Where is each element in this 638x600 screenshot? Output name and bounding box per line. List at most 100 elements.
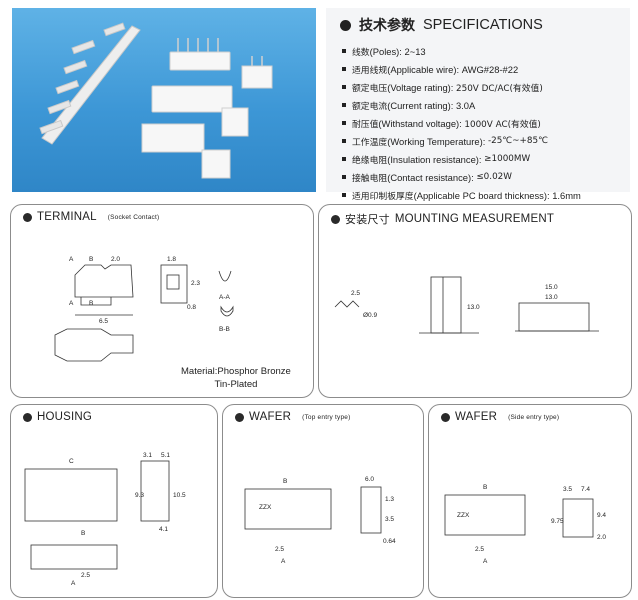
dim-label: 2.0 — [597, 534, 606, 541]
wafer-side-panel: WAFER (Side entry type) B ZZX 2.5 A 3.5 … — [428, 404, 632, 598]
wafer-top-panel: WAFER (Top entry type) B ZZX 2.5 A 6.0 1… — [222, 404, 424, 598]
dim-label: 5.1 — [161, 452, 170, 459]
dim-label: Ø0.9 — [363, 312, 377, 319]
mounting-dimension-labels: 2.5 Ø0.9 13.0 15.0 13.0 — [351, 284, 558, 319]
housing-panel: HOUSING C B A 2.5 3.1 5.1 9.3 10.5 4.1 — [10, 404, 218, 598]
dim-label: 6.0 — [365, 476, 374, 483]
spec-label-en: (Applicable wire): — [387, 63, 460, 75]
spec-row-poles: 线数(Poles): 2~13 — [342, 42, 581, 60]
spec-row-temperature: 工作温度(Working Temperature): -25℃~+85℃ — [342, 132, 581, 150]
terminal-material: Material:Phosphor Bronze Tin-Plated — [181, 365, 291, 391]
housing-drawing: C B A 2.5 3.1 5.1 9.3 10.5 4.1 — [24, 452, 186, 587]
material-line: Material:Phosphor Bronze — [181, 366, 291, 377]
spec-value: AWG#28-#22 — [461, 63, 519, 75]
spec-label-en: (Insulation resistance): — [387, 153, 482, 165]
dim-label: 2.5 — [475, 546, 484, 553]
connector-illustration — [39, 22, 273, 179]
dim-label: ZZX — [259, 504, 272, 511]
bullet-icon — [342, 157, 346, 161]
bullet-icon — [23, 212, 32, 222]
spec-label-en: (Applicable PC board thickness): — [413, 189, 550, 201]
dim-label: C — [69, 458, 74, 465]
wafer-side-dimension-labels: B ZZX 2.5 A 3.5 7.4 9.75 9.4 2.0 — [457, 484, 606, 565]
bullet-icon — [331, 214, 340, 224]
dim-label: 3.1 — [143, 452, 152, 459]
terminal-panel: TERMINAL (Socket Contact) A B 2.0 A B 6.… — [10, 204, 314, 398]
specifications-panel: 技术参数 SPECIFICATIONS 线数(Poles): 2~13 适用线规… — [326, 8, 630, 202]
mounting-title-cn: 安装尺寸 — [345, 213, 390, 226]
dim-label: B — [283, 478, 287, 485]
spec-row-wire: 适用线规(Applicable wire): AWG#28-#22 — [342, 60, 581, 78]
housing-title: HOUSING — [23, 411, 92, 423]
dim-label: 15.0 — [545, 284, 558, 291]
spec-label-cn: 额定电流 — [352, 101, 388, 112]
wafer-top-title: WAFER (Top entry type) — [235, 411, 350, 423]
dim-label: 9.3 — [135, 492, 144, 499]
dim-label: 2.5 — [81, 572, 90, 579]
dim-label: A — [281, 558, 286, 565]
spec-value: -25℃~+85℃ — [487, 136, 548, 146]
bullet-icon — [342, 103, 346, 107]
wafer-side-subtitle: (Side entry type) — [508, 413, 560, 421]
spec-list: 线数(Poles): 2~13 适用线规(Applicable wire): A… — [342, 42, 581, 204]
spec-title-en: SPECIFICATIONS — [423, 17, 543, 33]
dim-label: A-A — [219, 294, 231, 301]
dim-label: B — [81, 530, 85, 537]
bullet-icon — [235, 412, 244, 422]
spec-row-current: 额定电流(Current rating): 3.0A — [342, 96, 581, 114]
dim-label: 6.5 — [99, 318, 108, 325]
dim-label: A — [69, 256, 74, 263]
bullet-icon — [342, 139, 346, 143]
dim-label: 0.8 — [187, 304, 196, 311]
bullet-icon — [342, 121, 346, 125]
spec-row-voltage: 额定电压(Voltage rating): 250V DC/AC(有效值) — [342, 78, 581, 96]
wafer-top-title-text: WAFER — [249, 411, 292, 423]
spec-label-en: (Current rating): — [387, 99, 454, 111]
dim-label: 3.5 — [385, 516, 394, 523]
spec-row-contact: 接触电阻(Contact resistance): ≤0.02W — [342, 168, 581, 186]
mounting-panel: 安装尺寸 MOUNTING MEASUREMENT 2.5 Ø0.9 13.0 … — [318, 204, 632, 398]
dim-label: B — [483, 484, 487, 491]
bullet-icon — [342, 175, 346, 179]
terminal-subtitle: (Socket Contact) — [107, 213, 160, 221]
product-photo — [12, 8, 316, 192]
mounting-drawing: 2.5 Ø0.9 13.0 15.0 13.0 — [334, 276, 599, 334]
wafer-side-title-text: WAFER — [455, 411, 498, 423]
spec-label-cn: 适用印制板厚度 — [352, 191, 414, 202]
wafer-side-title: WAFER (Side entry type) — [441, 411, 559, 423]
spec-label-cn: 适用线规 — [352, 65, 388, 76]
spec-value: 250V DC/AC(有效值) — [456, 83, 543, 94]
dim-label: A — [71, 580, 76, 587]
wafer-top-dimension-labels: B ZZX 2.5 A 6.0 1.3 3.5 0.64 — [259, 476, 396, 565]
bullet-icon — [340, 19, 351, 31]
mounting-title-en: MOUNTING MEASUREMENT — [394, 213, 555, 225]
dim-label: 9.75 — [551, 518, 564, 525]
dim-label: 2.0 — [111, 256, 120, 263]
bullet-icon — [342, 85, 346, 89]
spec-label-cn: 绝缘电阻 — [352, 155, 388, 166]
spec-label-en: (Withstand voltage): — [378, 117, 462, 129]
dim-label: B — [89, 300, 93, 307]
dim-label: 7.4 — [581, 486, 590, 493]
spec-label-cn: 额定电压 — [352, 83, 388, 94]
dim-label: A — [69, 300, 74, 307]
dim-label: 1.8 — [167, 256, 176, 263]
spec-value: ≥1000MW — [484, 154, 531, 164]
dim-label: 0.64 — [383, 538, 396, 545]
spec-value: 1000V AC(有效值) — [464, 119, 541, 130]
dim-label: 2.5 — [351, 290, 360, 297]
dim-label: 10.5 — [173, 492, 186, 499]
terminal-title-text: TERMINAL — [37, 211, 97, 223]
spec-value: 2~13 — [404, 45, 426, 57]
dim-label: 9.4 — [597, 512, 606, 519]
material-finish: Tin-Plated — [214, 379, 258, 390]
wafer-top-subtitle: (Top entry type) — [302, 413, 351, 421]
dim-label: B-B — [219, 326, 230, 333]
dim-label: 13.0 — [467, 304, 480, 311]
dim-label: B — [89, 256, 93, 263]
housing-dimension-labels: C B A 2.5 3.1 5.1 9.3 10.5 4.1 — [69, 452, 186, 587]
bullet-icon — [441, 412, 450, 422]
spec-row-pcb: 适用印制板厚度(Applicable PC board thickness): … — [342, 186, 581, 204]
dim-label: 4.1 — [159, 526, 168, 533]
spec-value: ≤0.02W — [476, 172, 512, 182]
